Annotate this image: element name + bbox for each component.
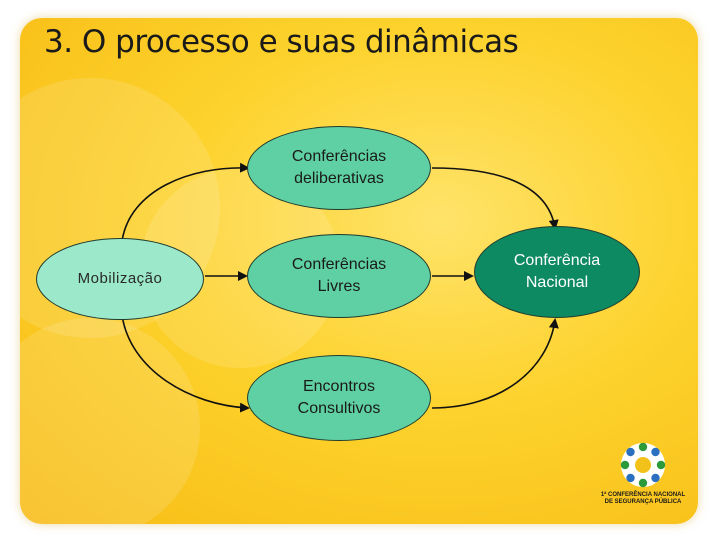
connector-mobilizacao-to-consultivos <box>121 314 250 413</box>
slide-title: 3. O processo e suas dinâmicas <box>44 24 519 60</box>
conference-logo-text: 1ª CONFERÊNCIA NACIONAL DE SEGURANÇA PÚB… <box>600 492 686 505</box>
connector-consultivos-to-nacional <box>431 318 559 409</box>
background-decoration <box>20 318 200 524</box>
node-conferencia-nacional: Conferência Nacional <box>474 226 640 318</box>
conference-logo-emblem <box>620 442 666 488</box>
node-encontros-consultivos: Encontros Consultivos <box>247 355 431 441</box>
conference-logo: 1ª CONFERÊNCIA NACIONAL DE SEGURANÇA PÚB… <box>600 440 686 510</box>
connector-deliberativas-to-nacional <box>431 167 559 230</box>
node-mobilizacao: Mobilização <box>36 238 204 320</box>
logo-ring-figures <box>620 442 666 488</box>
node-conferencias-deliberativas: Conferências deliberativas <box>247 126 431 210</box>
connector-mobilizacao-to-deliberativas <box>121 162 250 242</box>
node-conferencias-livres: Conferências Livres <box>247 234 431 318</box>
